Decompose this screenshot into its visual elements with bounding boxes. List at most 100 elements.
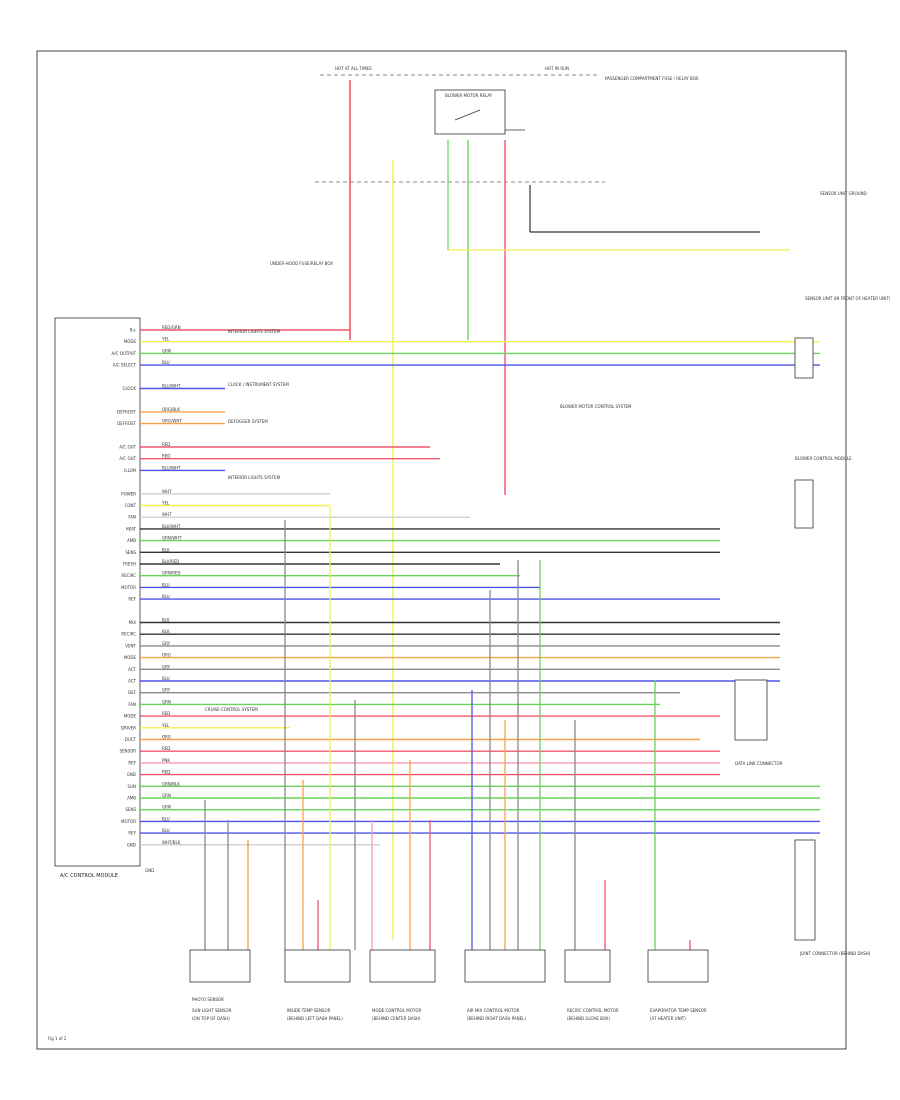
module-pin-label: ILLUM [124,468,136,473]
module-pin-label: REF [128,760,136,765]
wire-color-label: WHT/BLK [162,840,181,845]
component-4: AIR MIX CONTROL MOTOR (BEHIND RIGHT DASH … [464,949,546,1021]
wire-color-label: WHT [162,489,172,494]
ref-blower: BLOWER MOTOR CONTROL SYSTEM [560,404,632,409]
wire-color-label: WHT [162,512,172,517]
svg-text:RECIRC CONTROL MOTOR: RECIRC CONTROL MOTOR [567,1008,619,1013]
component-6: EVAPORATOR TEMP SENSOR(AT HEATER UNIT) [647,949,709,1021]
module-pin-label: CLOCK [123,386,137,391]
component-5: RECIRC CONTROL MOTOR (BEHIND GLOVE BOX) [564,949,619,1021]
wire-color-label: GRY [162,641,171,646]
svg-text:AIR MIX CONTROL MOTOR: AIR MIX CONTROL MOTOR [467,1008,520,1013]
component-2: INSIDE TEMP SENSOR (BEHIND LEFT DASH PANE… [284,949,351,1021]
svg-text:SUN LIGHT SENSOR: SUN LIGHT SENSOR [192,1008,232,1013]
bottom-components: SUN LIGHT SENSOR (ON TOP OF DASH) PHOTO SE… [189,949,709,1021]
blower-relay-label: BLOWER MOTOR RELAY [445,93,493,98]
wire-color-label: YEL [161,337,170,342]
wire-color-label: GRN [162,805,171,810]
wire-color-label: BLU/WHT [162,465,181,470]
wire-color-label: ORG [162,735,171,740]
module-pin-label: SUN [128,784,136,789]
wire-color-label: BLU/WHT [162,384,181,389]
wire-color-label: RED [162,454,170,459]
module-pin-label: FAN [128,702,136,707]
svg-text:PHOTO SENSOR: PHOTO SENSOR [192,997,224,1002]
wire-color-label: BLK/WHT [162,524,181,529]
connector-right-mid: BLOWER CONTROL MODULE [794,456,852,529]
wire-color-label: YEL [161,723,170,728]
wire-color-label: ORG [162,653,171,658]
power-label-left: HOT AT ALL TIMES [335,66,372,71]
svg-text:BLOWER CONTROL MODULE: BLOWER CONTROL MODULE [795,456,852,461]
module-pin-label: B+ [130,328,136,333]
svg-text:(BEHIND CENTER DASH): (BEHIND CENTER DASH) [372,1016,421,1021]
wire-color-label: RED [162,711,170,716]
wire-harness: RED/GRNYELGRNBLUBLU/WHTORG/BLKORG/WHTRED… [140,325,820,950]
wire-color-label: RED [162,746,170,751]
connector-right-upper: SENSOR UNIT (IN FRONT OF HEATER UNIT) [794,296,891,379]
module-pin-label: AMB [127,538,136,543]
svg-text:(BEHIND RIGHT DASH PANEL): (BEHIND RIGHT DASH PANEL) [467,1016,526,1021]
wire-color-label: RED/GRN [162,325,181,330]
module-pin-label: MIX [129,620,137,625]
wire-color-label: GRY [162,688,171,693]
module-pin-label: A/C OUT [119,445,136,450]
wire-color-label: RED [162,442,170,447]
wire-color-label: ORG/WHT [162,419,182,424]
wire-color-label: RED [162,770,170,775]
module-pin-label: A/C OUT [119,456,136,461]
module-pin-label: CONT [125,503,137,508]
wire-color-label: BLK [162,618,170,623]
ground-note: SENSOR UNIT GROUND [820,191,867,196]
svg-text:SENSOR UNIT (IN FRONT OF HEATE: SENSOR UNIT (IN FRONT OF HEATER UNIT) [805,296,891,301]
underhood-note: UNDER-HOOD FUSE/RELAY BOX [270,261,333,266]
wire-color-label: BLU [162,676,170,681]
module-pin-label: VENT [125,643,136,648]
wire-color-label: GRN [162,699,171,704]
page-ref: Fig 1 of 2 [48,1036,67,1041]
svg-text:(BEHIND GLOVE BOX): (BEHIND GLOVE BOX) [567,1016,610,1021]
module-pin-label: REF [128,597,136,602]
svg-text:MODE CONTROL MOTOR: MODE CONTROL MOTOR [372,1008,421,1013]
ref-defog: DEFOGGER SYSTEM [228,419,268,424]
diagram-frame [36,50,847,1050]
svg-text:JOINT CONNECTOR (BEHIND DASH): JOINT CONNECTOR (BEHIND DASH) [799,951,871,956]
power-label-right: HOT IN RUN [545,66,569,71]
module-pin-label: FAN [128,515,136,520]
wire-color-label: BLK [162,547,170,552]
wire-color-label: BLK/RED [162,559,179,564]
module-pin-label: RECIRC [121,573,136,578]
svg-text:DATA LINK CONNECTOR: DATA LINK CONNECTOR [735,761,783,766]
module-pin-label: DRIVER [121,725,136,730]
wire-color-label: GRN [162,348,171,353]
module-pin-label: GND [127,842,136,847]
module-pin-label: MOTOR [121,819,136,824]
svg-text:EVAPORATOR TEMP SENSOR: EVAPORATOR TEMP SENSOR [650,1008,707,1013]
module-pin-label: MODE [124,655,137,660]
wire-color-label: GRN/RED [162,571,181,576]
svg-text:(ON TOP OF DASH): (ON TOP OF DASH) [192,1016,230,1021]
svg-text:INSIDE TEMP SENSOR: INSIDE TEMP SENSOR [287,1008,331,1013]
module-pin-label: DEFROST [117,421,136,426]
wire-color-label: BLU [162,360,170,365]
svg-text:(BEHIND LEFT DASH PANEL): (BEHIND LEFT DASH PANEL) [287,1016,343,1021]
component-3: MODE CONTROL MOTOR (BEHIND CENTER DASH) [369,949,436,1021]
fuse-box-label: PASSENGER COMPARTMENT FUSE / RELAY BOX [605,76,699,81]
module-pin-label: ACT [128,667,136,672]
module-pin-label: SENSOR [119,749,136,754]
component-1: SUN LIGHT SENSOR (ON TOP OF DASH) PHOTO SE… [189,949,251,1021]
module-pin-label: SENS [125,550,136,555]
module-pin-label: A/C SELECT [113,363,137,368]
ref-cruise: CRUISE CONTROL SYSTEM [205,707,258,712]
module-pin-label: DUCT [125,737,137,742]
ref-illum: INTERIOR LIGHTS SYSTEM [228,475,281,480]
module-pin-label: DEFROST [117,409,136,414]
wire-color-label: BLU [162,816,170,821]
module-pin-label: HEAT [126,526,137,531]
wire-color-label: YEL [161,501,170,506]
module-pin-label: REF [128,831,136,836]
module-pin-label: DEF [128,690,137,695]
module-name: A/C CONTROL MODULE [60,873,118,879]
